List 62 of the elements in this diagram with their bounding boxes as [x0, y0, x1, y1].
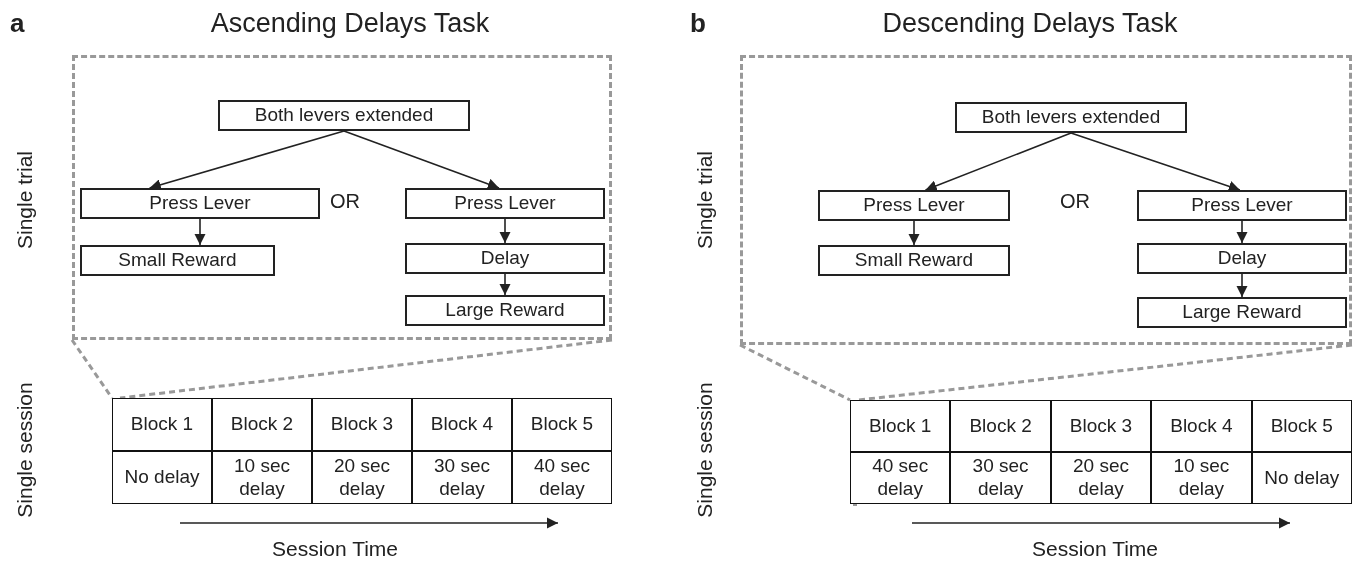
table-cell: 10 sec delay [1151, 452, 1252, 504]
table-cell: 40 sec delay [512, 451, 612, 504]
flow-box: Press Lever [405, 188, 605, 219]
flow-box: Small Reward [80, 245, 275, 276]
axis-label: Session Time [1031, 537, 1159, 561]
table-cell: Block 5 [512, 398, 612, 451]
table-cell: No delay [112, 451, 212, 504]
table-cell: Block 4 [1151, 400, 1252, 452]
flow-box: Delay [1137, 243, 1347, 274]
zoom-line [857, 343, 1353, 402]
session-table [850, 400, 1352, 504]
side-label: Single session [693, 382, 717, 518]
table-cell: Block 2 [950, 400, 1051, 452]
table-cell: No delay [1251, 452, 1352, 504]
table-cell: Block 1 [112, 398, 212, 451]
zoom-line [739, 343, 851, 402]
table-cell: 30 sec delay [950, 452, 1051, 504]
arrow [148, 130, 345, 191]
trial-detail-frame [72, 55, 612, 340]
arrow [908, 220, 920, 246]
trial-detail-frame [740, 55, 1352, 345]
session-table [112, 398, 612, 504]
arrow [1236, 273, 1248, 298]
panel-letter: a [10, 8, 25, 39]
arrow [194, 218, 206, 246]
or-text: OR [330, 190, 360, 213]
flow-box: Both levers extended [218, 100, 470, 131]
table-cell: 20 sec delay [312, 451, 412, 504]
arrow [1070, 132, 1241, 192]
side-label: Single trial [693, 150, 717, 250]
flow-box: Delay [405, 243, 605, 274]
table-cell: Block 3 [1050, 400, 1152, 452]
table-cell: Block 1 [850, 400, 951, 452]
arrow [1236, 220, 1248, 244]
arrow [343, 130, 500, 190]
side-label: Single session [13, 382, 37, 518]
flow-box: Both levers extended [955, 102, 1187, 133]
panel-title: Descending Delays Task [882, 8, 1178, 39]
arrow [499, 273, 511, 296]
zoom-line [119, 338, 613, 400]
axis-label: Session Time [271, 537, 399, 561]
panel-title: Ascending Delays Task [210, 8, 490, 39]
table-cell: 30 sec delay [412, 451, 512, 504]
table-cell: Block 5 [1251, 400, 1352, 452]
flow-box: Press Lever [80, 188, 320, 219]
zoom-line [70, 339, 114, 399]
flow-box: Press Lever [818, 190, 1010, 221]
arrow [499, 218, 511, 244]
table-cell: 40 sec delay [850, 452, 951, 504]
table-cell: 10 sec delay [212, 451, 312, 504]
flow-box: Press Lever [1137, 190, 1347, 221]
or-text: OR [1060, 190, 1090, 213]
flow-box: Large Reward [405, 295, 605, 326]
flow-box: Small Reward [818, 245, 1010, 276]
table-cell: Block 4 [412, 398, 512, 451]
table-cell: 20 sec delay [1050, 452, 1152, 504]
table-cell: Block 3 [312, 398, 412, 451]
table-cell: Block 2 [212, 398, 312, 451]
arrow [924, 132, 1072, 192]
panel-letter: b [690, 8, 706, 39]
flow-box: Large Reward [1137, 297, 1347, 328]
side-label: Single trial [13, 150, 37, 250]
